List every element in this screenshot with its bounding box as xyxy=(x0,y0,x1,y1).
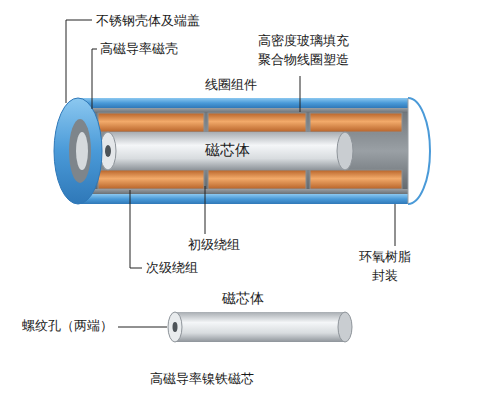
part-label: 不锈钢壳体及端盖 xyxy=(96,12,200,31)
part-label: 环氧树脂 封装 xyxy=(355,248,415,286)
part-label: 初级绕组 xyxy=(188,236,240,255)
figure-title: 磁芯体 xyxy=(222,288,264,308)
assembly-label: 线圈组件 xyxy=(205,76,257,95)
part-label: 次级绕组 xyxy=(146,259,198,278)
part-label: 螺纹孔（两端） xyxy=(22,317,113,336)
part-label: 磁芯体 xyxy=(205,140,250,162)
part-label: 高密度玻璃填充 聚合物线圈塑造 xyxy=(258,32,354,70)
part-label: 高磁导率磁壳 xyxy=(100,40,178,59)
part-label: 高磁导率镍铁磁芯 xyxy=(150,370,254,389)
